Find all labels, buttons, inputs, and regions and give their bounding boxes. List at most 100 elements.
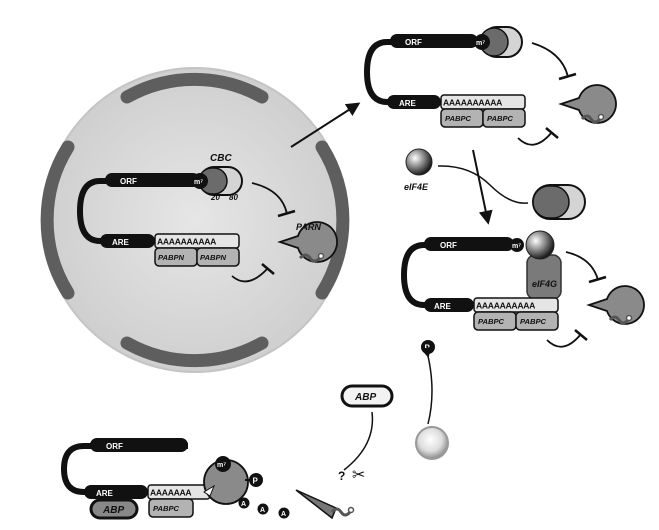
mrna-strand [400, 242, 514, 308]
mrna-strand [60, 443, 188, 495]
inhibition-cbc-parn [531, 42, 569, 78]
inhibition-pabpc-parn [517, 131, 553, 146]
are-segment [84, 485, 148, 499]
question-mark: ? [338, 469, 345, 483]
are-label: ARE [96, 489, 114, 498]
parn-label: PARN [296, 222, 321, 232]
eif4e-bound [525, 230, 555, 260]
eif4e-incoming-curve [437, 165, 529, 204]
cap-label: m⁷ [194, 179, 203, 186]
are-segment [387, 95, 441, 109]
nucleus-body [42, 67, 348, 373]
pabpc-2 [482, 108, 526, 128]
free-a-3 [278, 507, 290, 519]
parn-notch [203, 484, 216, 497]
are-segment [424, 298, 474, 312]
cytoplasmic-mrna-cbc: ORF ARE m⁷ AAAAAAAAAA PABPC PABPC [363, 26, 617, 146]
mrna-strand [363, 39, 477, 105]
eif4e-label: eIF4E [404, 182, 429, 192]
released-cbc [532, 184, 586, 220]
parn-enzyme [586, 285, 645, 325]
cap-m7 [510, 238, 524, 252]
cytoplasmic-mrna-eif4e: ORF ARE eIF4G m⁷ AAAAAAAAAA PABPC PABPC [400, 230, 645, 348]
decaying-mrna: ORF ARE ABP AAAAAAA PABPC m⁷ P A A A [60, 438, 355, 520]
inhibition-bar-2 [545, 127, 559, 139]
are-label: ARE [434, 302, 452, 311]
polyA-tail-nuclear: AAAAAAAAAA PABPN PABPN [154, 233, 240, 267]
pabpn-2 [196, 247, 240, 267]
abp-bound-label: ABP [102, 505, 124, 516]
pabpc-2 [515, 311, 559, 331]
inhibition-pabpn-parn [231, 267, 269, 283]
inhibition-bar-2 [574, 329, 588, 341]
abp-bound [89, 498, 139, 520]
eif4g [526, 254, 562, 300]
abp-free [340, 384, 394, 408]
cbc20-label: 20 [210, 193, 220, 202]
orf-segment [105, 173, 200, 187]
parn-tail [580, 114, 602, 124]
orf-label: ORF [440, 241, 457, 250]
polyA-strip [440, 94, 526, 110]
pabpc-label: PABPC [153, 504, 180, 513]
free-a-1-label: A [241, 501, 246, 508]
pabpc-1-label: PABPC [445, 114, 472, 123]
parn-tail-end [597, 113, 605, 121]
released-adenosines: A A A [238, 497, 290, 519]
orf-label: ORF [405, 38, 422, 47]
cap-label: m⁷ [512, 243, 521, 250]
parn-enzyme: PARN [277, 221, 338, 263]
cap-m7 [215, 456, 231, 472]
orf-label: ORF [106, 442, 123, 451]
inhibition-bar-1 [558, 72, 577, 81]
cap-label: m⁷ [476, 40, 485, 47]
scissors-icon: ✂ [352, 467, 365, 484]
eif4e-exchange: eIF4E [404, 148, 586, 225]
mrna-strand [76, 178, 200, 244]
phosphate-curve [421, 346, 433, 425]
parn-tail-end [317, 252, 325, 260]
phosphorylation-path: P [415, 340, 449, 460]
export-arrow [290, 102, 361, 148]
parn-shape [277, 221, 338, 263]
polyA-tail-cyto-1: AAAAAAAAAA PABPC PABPC [440, 94, 526, 128]
parn-phosphate-label: P [253, 477, 259, 486]
cleaved-parn-fragment [295, 489, 355, 520]
cbc-label: CBC [210, 153, 232, 164]
pabpn-1-label: PABPN [158, 253, 185, 262]
orf-segment [390, 34, 478, 48]
parn-phosphate [249, 473, 263, 487]
pabpn-2-label: PABPN [200, 253, 227, 262]
inhibition-bar-2 [261, 263, 275, 275]
inhibition-eif4g-parn [565, 251, 599, 281]
pabpc-1-label: PABPC [478, 317, 505, 326]
polyA-text: AAAAAAA [150, 488, 191, 498]
polyA-text: AAAAAAAAAA [157, 237, 216, 247]
inhibition-bar-1 [277, 209, 296, 218]
free-factor-ring [415, 426, 449, 460]
are-segment [100, 234, 155, 248]
orf-segment [424, 237, 514, 251]
inhibition-cbc-parn [251, 182, 288, 215]
free-a-2-label: A [260, 507, 265, 514]
abp-path [343, 411, 374, 471]
abp-free-label: ABP [354, 392, 376, 403]
are-label: ARE [399, 99, 417, 108]
polyA-strip [154, 233, 240, 249]
abp-cleavage: ABP ? ✂ [338, 384, 394, 484]
cbc80-label: 80 [229, 193, 238, 202]
nuclear-mrna: ORF ARE m⁷ 20 80 CBC AAAAAAAAAA PABPN PA… [76, 153, 338, 283]
released-cbc20 [532, 185, 570, 219]
parn-tail [298, 253, 322, 263]
cap-m7 [474, 34, 490, 50]
polyA-text: AAAAAAAAAA [476, 301, 535, 311]
orf-segment [90, 438, 188, 452]
orf-label: ORF [120, 177, 137, 186]
cap-label: m⁷ [217, 462, 226, 469]
phosphate-label: P [425, 344, 431, 353]
cap-m7 [192, 173, 208, 189]
pabpc [148, 498, 194, 518]
parn-enzyme [558, 84, 617, 124]
pabpc-2-label: PABPC [520, 317, 547, 326]
